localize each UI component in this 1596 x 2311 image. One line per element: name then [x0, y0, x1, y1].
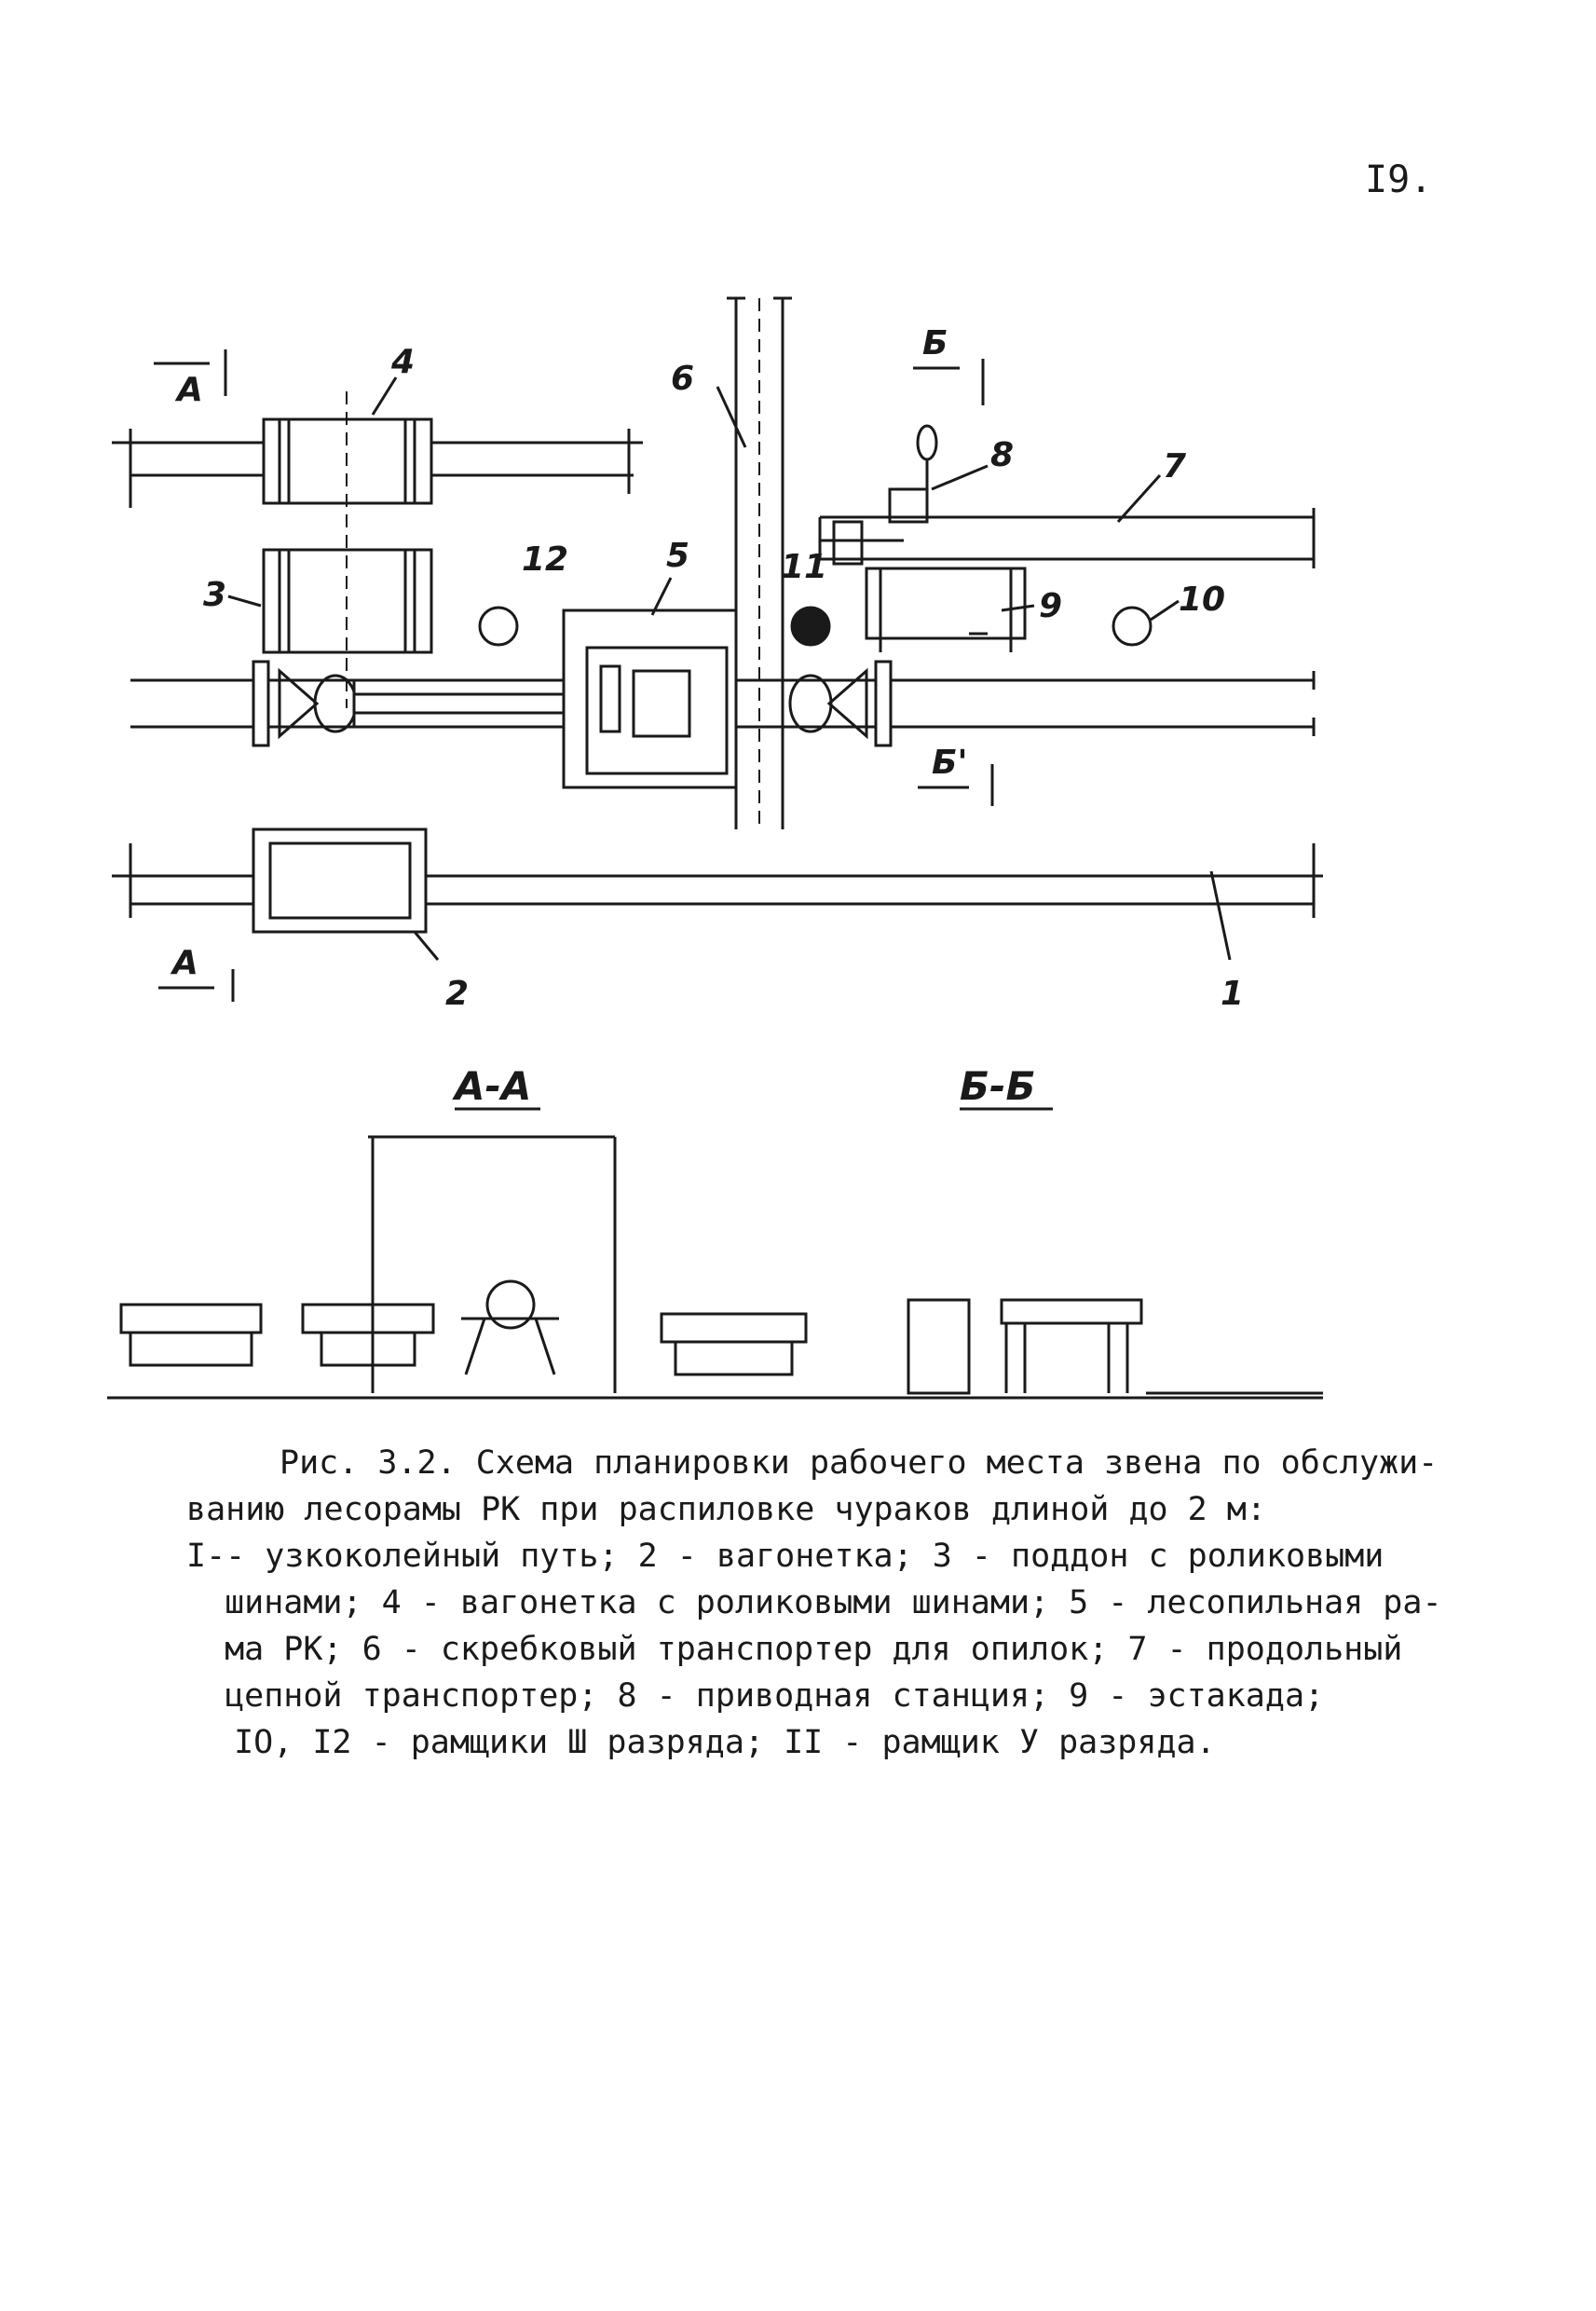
label-7: 7 [1163, 447, 1186, 485]
label-9: 9 [1039, 587, 1062, 625]
label-10: 10 [1179, 581, 1225, 619]
label-8: 8 [990, 436, 1014, 474]
section-title-aa: А-А [452, 1063, 531, 1109]
caption-line: ма РК; 6 - скребковый транспортер для оп… [205, 1631, 1403, 1668]
caption-line: шинами; 4 - вагонетка с роликовыми шинам… [205, 1584, 1442, 1621]
label-4: 4 [390, 343, 415, 381]
section-title-bb: Б-Б [960, 1063, 1035, 1109]
page-number: I9. [1365, 158, 1433, 201]
label-2: 2 [445, 975, 469, 1013]
label-1: 1 [1221, 975, 1244, 1013]
section-mark-b-bottom: Б' [932, 744, 967, 782]
layout-diagram: 1 2 3 4 5 6 7 8 9 10 11 12 А Б Б' А А-А … [107, 296, 1323, 1400]
section-mark-a-top: А [174, 371, 203, 409]
caption-line: IO, I2 - рамщики Ш разряда; II - рамщик … [214, 1724, 1216, 1761]
caption-line: Рис. 3.2. Схема планировки рабочего мест… [280, 1444, 1439, 1482]
label-3: 3 [203, 576, 226, 614]
section-mark-a-bottom: А [170, 944, 198, 982]
label-12: 12 [522, 540, 568, 579]
section-mark-b-top: Б [922, 324, 948, 362]
figure-caption: Рис. 3.2. Схема планировки рабочего мест… [186, 1440, 1509, 1766]
label-5: 5 [666, 537, 689, 575]
label-11: 11 [781, 548, 827, 586]
caption-line: цепной транспортер; 8 - приводная станци… [205, 1677, 1325, 1715]
caption-line: I-- узкоколейный путь; 2 - вагонетка; 3 … [186, 1538, 1385, 1575]
caption-line: ванию лесорамы РК при распиловке чураков… [186, 1491, 1266, 1528]
label-6: 6 [671, 360, 694, 398]
